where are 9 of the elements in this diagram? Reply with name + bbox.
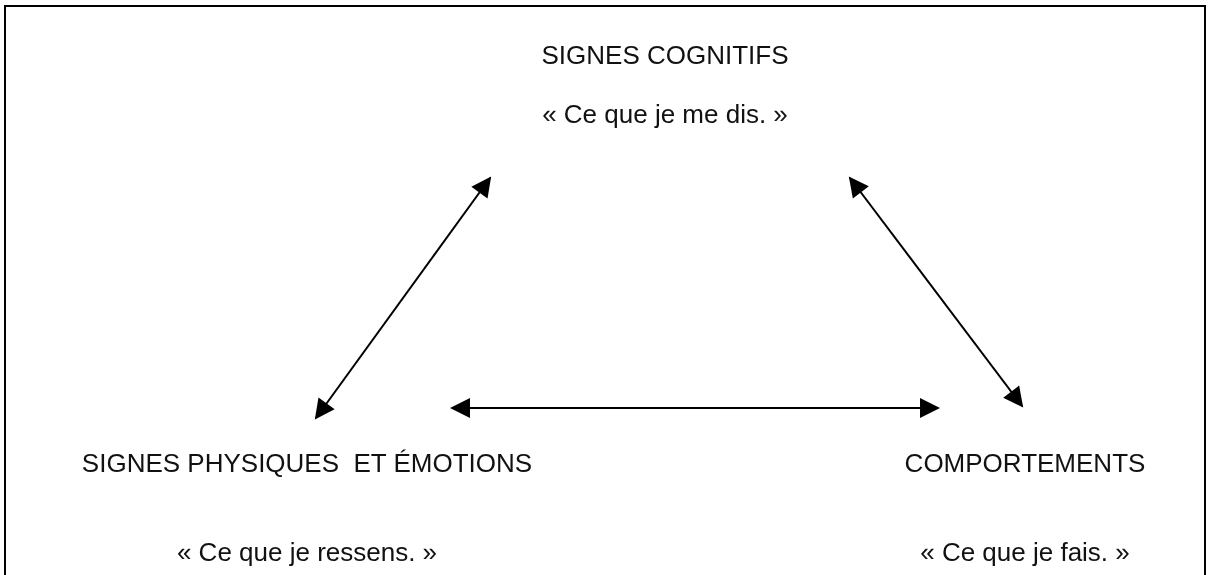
quote: « Ce que je me dis. »	[542, 99, 788, 130]
quote: « Ce que je ressens. »	[176, 537, 438, 568]
double-headed-arrow	[848, 176, 1024, 408]
double-headed-arrow	[450, 398, 940, 418]
double-headed-arrow	[314, 176, 492, 420]
heading: SIGNES PHYSIQUES ET ÉMOTIONS	[81, 448, 533, 479]
heading: SIGNES COGNITIFS	[541, 40, 789, 71]
heading: COMPORTEMENTS	[904, 448, 1146, 479]
quote: « Ce que je fais. »	[920, 537, 1130, 568]
